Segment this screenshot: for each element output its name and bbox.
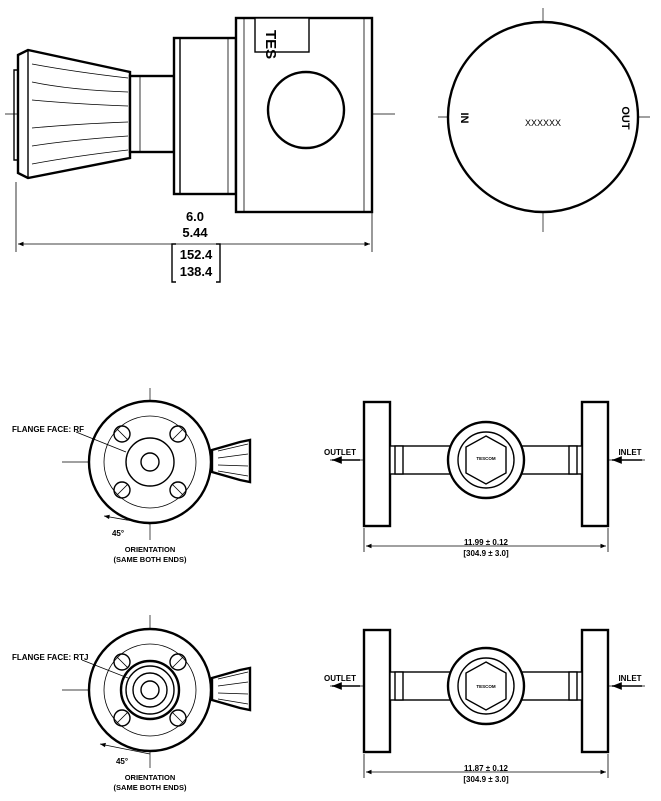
dim-body-metric: 138.4 — [180, 264, 213, 279]
dim-overall-metric: 152.4 — [180, 247, 213, 262]
rf-length-label: 11.99 ± 0.12 — [464, 538, 509, 547]
rf-outlet-flange — [362, 400, 392, 528]
rtj-bolt-holes — [113, 653, 187, 727]
rf-inlet-label: INLET — [618, 448, 641, 457]
rtj-angle-label: 45° — [116, 757, 128, 766]
rf-flange-outer — [87, 399, 213, 525]
rf-regulator-body — [446, 420, 526, 500]
in-port-label: IN — [458, 113, 470, 124]
rtj-inlet-flange — [580, 628, 610, 754]
rtj-length-label: 11.87 ± 0.12 — [464, 764, 509, 773]
rtj-length-metric: [304.9 ± 3.0] — [463, 775, 509, 784]
rf-angle-label: 45° — [112, 529, 124, 538]
dim-body: 5.44 — [182, 225, 208, 240]
rf-orientation-note: (SAME BOTH ENDS) — [114, 555, 187, 564]
rf-flange-face-label: FLANGE FACE: RF — [12, 425, 84, 434]
rtj-knob-icon — [210, 666, 252, 712]
bonnet-nut — [172, 36, 238, 196]
rtj-flange-end-view: FLANGE FACE: RTJ 45° ORIENTATION (SAME B… — [12, 615, 252, 792]
bonnet-stem — [128, 74, 176, 154]
rtj-inlet-label: INLET — [618, 674, 641, 683]
rf-orientation-label: ORIENTATION — [125, 545, 176, 554]
rf-outlet-label: OUTLET — [324, 448, 356, 457]
rf-inlet-flange — [580, 400, 610, 528]
rtj-flange-face-label: FLANGE FACE: RTJ — [12, 653, 88, 662]
rtj-outlet-label: OUTLET — [324, 674, 356, 683]
rtj-regulator-body — [446, 646, 526, 726]
rtj-flange-side-view: TESCOM OUTLET INLET 11.87 ± 0.12 [304.9 … — [324, 628, 645, 784]
rtj-orientation-note: (SAME BOTH ENDS) — [114, 783, 187, 792]
rtj-flange-outer — [87, 627, 213, 753]
rf-bolt-holes — [113, 425, 187, 499]
out-port-label: OUT — [619, 106, 631, 130]
metric-bracket — [171, 243, 221, 283]
rf-length-metric: [304.9 ± 3.0] — [463, 549, 509, 558]
adjusting-knob — [13, 48, 132, 180]
part-code-label: XXXXXX — [525, 118, 561, 128]
end-view-body-circle — [446, 20, 640, 214]
rtj-orientation-label: ORIENTATION — [125, 773, 176, 782]
rf-flange-end-view: FLANGE FACE: RF 45° ORIENTATION (SAME BO… — [12, 388, 252, 564]
rf-knob-icon — [210, 438, 252, 484]
dim-overall: 6.0 — [186, 209, 204, 224]
rf-flange-side-view: TESCOM OUTLET INLET 11.99 ± 0.12 [304.9 … — [324, 400, 645, 558]
regulator-side-view: TES 6.0 5.44 152.4 138.4 — [5, 16, 395, 283]
rf-badge-label: TESCOM — [476, 456, 496, 461]
regulator-end-view: IN OUT XXXXXX — [438, 8, 650, 232]
body-label-plate — [254, 17, 310, 53]
side-port — [266, 70, 346, 150]
rtj-badge-label: TESCOM — [476, 684, 496, 689]
rtj-outlet-flange — [362, 628, 392, 754]
body-label: TES — [262, 30, 279, 59]
